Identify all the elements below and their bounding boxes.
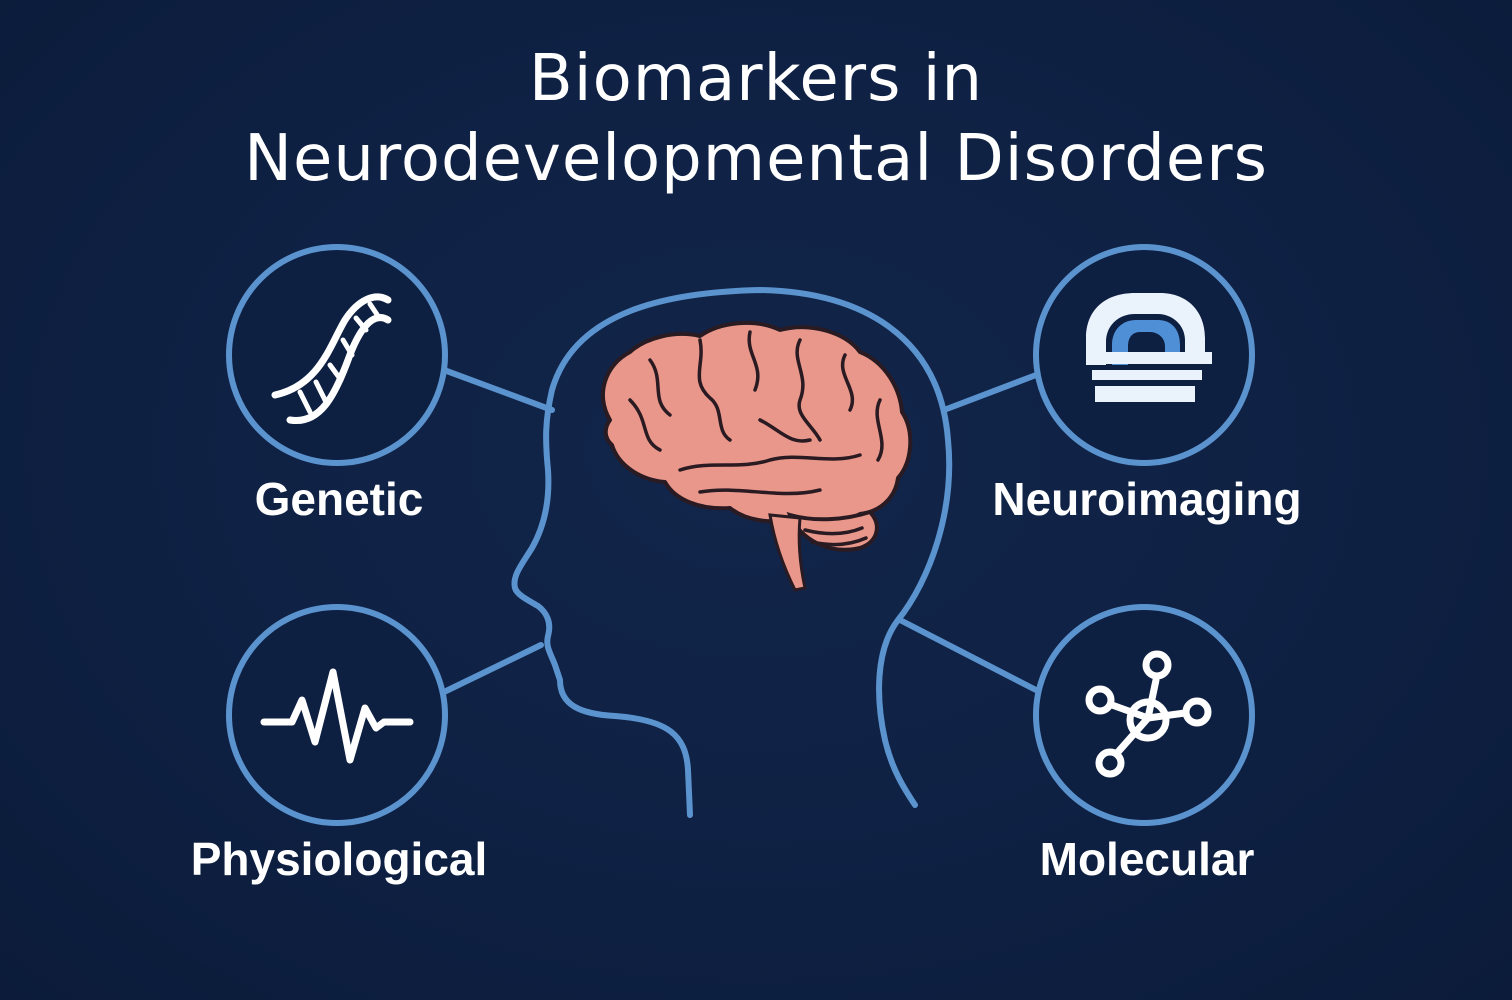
label-neuroimaging: Neuroimaging bbox=[992, 473, 1302, 525]
title-line-2: Neurodevelopmental Disorders bbox=[244, 122, 1268, 196]
connector-genetic bbox=[441, 367, 555, 413]
brain-stem bbox=[768, 513, 807, 592]
heartbeat-waveform-icon bbox=[260, 668, 414, 764]
title-line-1: Biomarkers in bbox=[528, 42, 984, 116]
connector-neuroimaging bbox=[941, 372, 1039, 413]
head-profile-outline bbox=[511, 287, 953, 818]
node-genetic-circle bbox=[226, 244, 448, 466]
label-molecular: Molecular bbox=[1039, 833, 1255, 885]
molecule-icon bbox=[1085, 650, 1212, 778]
connector-physiological bbox=[441, 642, 544, 695]
connectors bbox=[441, 367, 1039, 695]
brain-cerebrum bbox=[600, 320, 913, 525]
connector-molecular bbox=[897, 617, 1039, 693]
node-physiological-circle bbox=[226, 604, 448, 826]
brain-folds bbox=[628, 330, 884, 547]
brain-icon bbox=[600, 320, 913, 592]
node-circles bbox=[226, 244, 1255, 826]
mri-scanner-icon bbox=[1086, 293, 1212, 402]
dna-icon bbox=[271, 293, 392, 425]
label-physiological: Physiological bbox=[190, 833, 488, 885]
label-genetic: Genetic bbox=[254, 473, 424, 525]
